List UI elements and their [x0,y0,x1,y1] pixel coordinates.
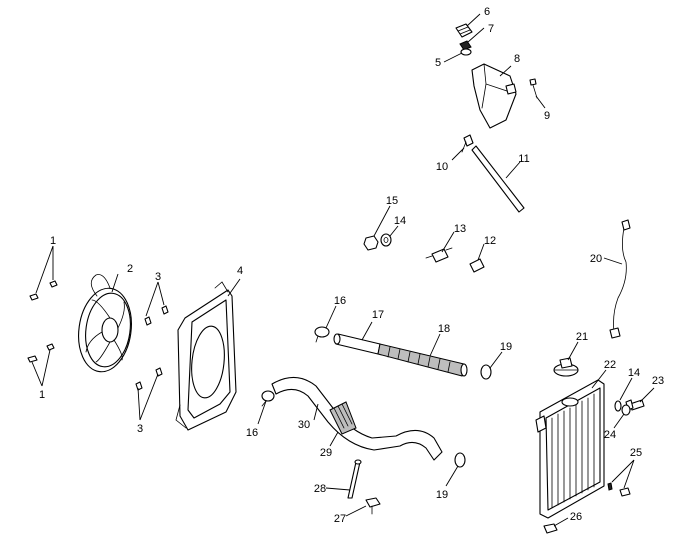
callout-21: 21 [576,331,588,343]
callout-16-upper: 16 [334,295,346,307]
callout-16-lower: 16 [246,427,258,439]
part-12-connector [469,243,485,273]
part-7-spring [459,27,485,51]
part-6-cap [455,13,481,38]
part-8-coolant-reservoir [471,63,517,129]
part-17-upper-hose [333,321,381,355]
part-1-fasteners [27,245,58,387]
callout-14-upper: 14 [394,215,406,227]
part-4-fan-shroud [175,278,241,431]
callout-14-lower: 14 [628,367,640,379]
part-23-bolt [625,387,655,411]
part-14-washer-radiator [614,377,633,412]
part-25-fasteners [607,459,635,497]
part-15-nut [363,205,391,251]
callout-2: 2 [127,263,133,275]
callout-27: 27 [334,513,346,525]
part-18-hose-sleeve [377,333,468,377]
part-21-radiator-cap [553,341,579,377]
callout-4: 4 [237,265,243,277]
part-22-radiator [535,369,607,519]
callout-19-upper: 19 [500,341,512,353]
callout-8: 8 [514,53,520,65]
callout-7: 7 [488,23,494,35]
part-9-screw [529,78,546,109]
callout-28: 28 [314,483,326,495]
callout-29: 29 [320,447,332,459]
part-16-hose-clamp-upper [314,305,337,343]
callout-3-lower: 3 [137,423,143,435]
callout-12: 12 [484,235,496,247]
callout-3-upper: 3 [155,271,161,283]
callout-1-upper: 1 [50,235,56,247]
callout-20: 20 [590,253,602,265]
part-11-overflow-tube [471,145,525,213]
callout-11: 11 [518,153,529,165]
callout-18: 18 [438,323,450,335]
callout-30: 30 [298,419,310,431]
callout-1-lower: 1 [39,389,45,401]
part-19-clamp-lower [445,452,466,487]
callout-15: 15 [386,195,398,207]
part-3-clips [135,281,169,421]
part-24-grommet [613,404,631,429]
callout-19-lower: 19 [436,489,448,501]
part-5-seal [443,48,472,63]
part-27-fitting [345,497,381,517]
callout-9: 9 [544,110,550,122]
part-20-wire-harness [603,219,631,339]
part-29-hose-sleeve [329,401,357,447]
callout-17: 17 [372,309,384,321]
part-14-washer [380,225,399,247]
callout-25: 25 [630,447,642,459]
part-13-fitting [425,231,455,263]
callout-6: 6 [484,6,490,18]
callout-13: 13 [454,223,466,235]
callout-labels: 1 1 2 3 3 4 5 6 7 8 9 10 11 12 13 14 15 … [39,6,664,525]
part-2-cooling-fan [78,273,132,373]
callout-22: 22 [604,359,616,371]
part-26-drain-plug [543,517,569,534]
callout-24: 24 [604,429,616,441]
part-28-bleed-screw [325,459,362,499]
callout-26: 26 [570,511,582,523]
part-10-hose-fitting [451,134,474,161]
callout-10: 10 [436,161,448,173]
callout-5: 5 [435,57,441,69]
part-16-hose-clamp-lower [257,390,275,425]
callout-23: 23 [652,375,664,387]
part-19-clamp-upper [480,351,503,380]
